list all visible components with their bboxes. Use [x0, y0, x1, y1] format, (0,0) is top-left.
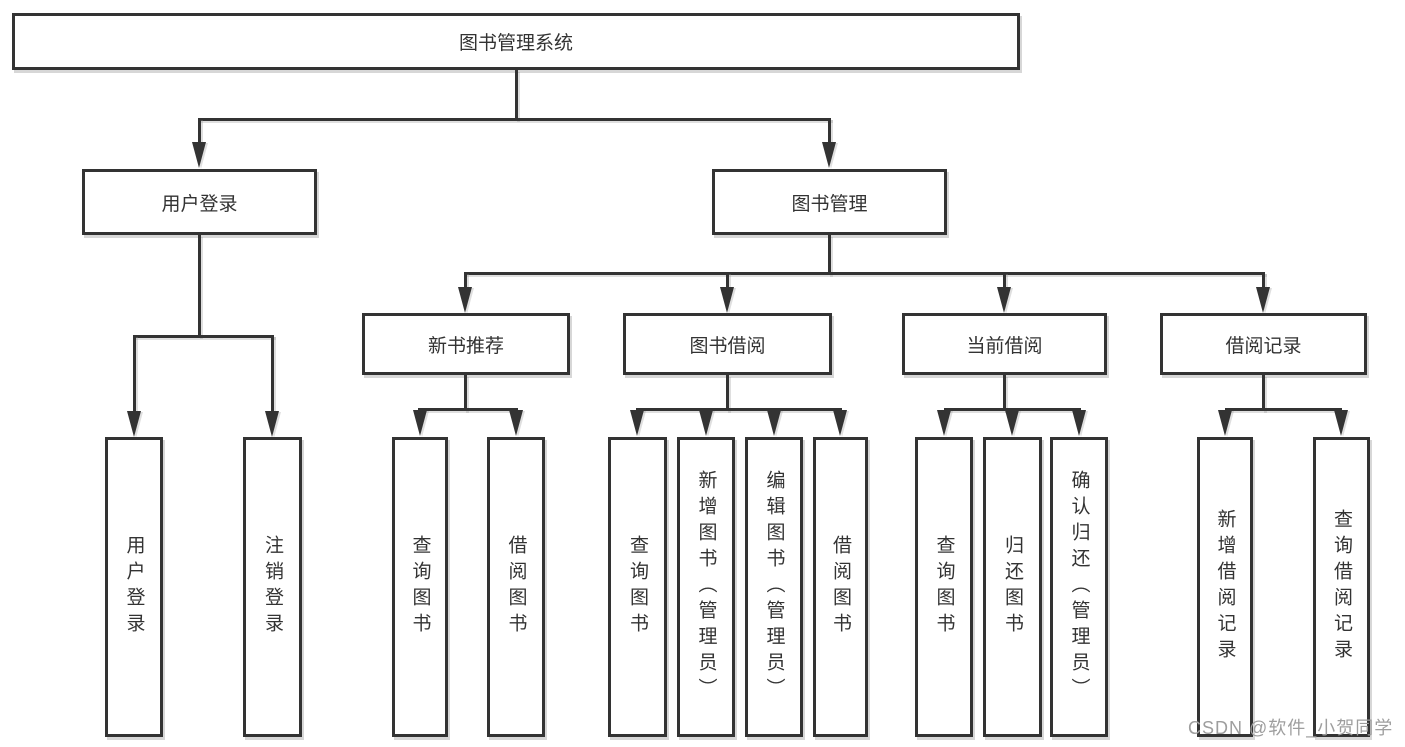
connector-segment	[464, 272, 1265, 275]
connector-segment	[198, 235, 201, 337]
connector-segment	[944, 408, 1081, 411]
csdn-watermark: CSDN @软件_小贺同学	[1188, 718, 1394, 738]
connector-segment	[198, 118, 201, 145]
node-label: 借阅记录	[1225, 335, 1302, 357]
leaf-query-borrow-record: 查询借阅记录	[1313, 437, 1370, 737]
connector-segment	[515, 70, 518, 120]
node-label: 新增借阅记录	[1214, 509, 1236, 665]
arrow-down-icon	[833, 410, 847, 436]
connector-segment	[1225, 408, 1342, 411]
arrow-down-icon	[1005, 410, 1019, 436]
leaf-current-query-books: 查询图书	[915, 437, 973, 737]
arrow-down-icon	[822, 142, 836, 168]
node-label: 图书管理系统	[458, 33, 573, 54]
connector-segment	[418, 408, 518, 411]
node-library-management-system: 图书管理系统	[12, 13, 1020, 70]
node-label: 用户登录	[161, 193, 238, 215]
connector-segment	[133, 335, 274, 338]
leaf-edit-books-admin: 编辑图书（管理员）	[745, 437, 803, 737]
leaf-recommend-query-books: 查询图书	[392, 437, 448, 737]
connector-segment	[464, 375, 467, 411]
node-current-borrow: 当前借阅	[902, 313, 1107, 375]
connector-segment	[1003, 272, 1006, 289]
node-label: 查询借阅记录	[1331, 509, 1352, 665]
connector-segment	[726, 375, 729, 411]
arrow-down-icon	[699, 410, 713, 436]
node-book-management: 图书管理	[712, 169, 947, 235]
leaf-add-borrow-record: 新增借阅记录	[1197, 437, 1253, 737]
connector-segment	[198, 118, 831, 121]
arrow-down-icon	[937, 410, 951, 436]
node-label: 新增图书（管理员）	[695, 470, 717, 704]
connector-segment	[828, 235, 831, 275]
node-label: 编辑图书（管理员）	[763, 470, 785, 704]
arrow-down-icon	[720, 287, 734, 313]
node-label: 用户登录	[123, 535, 145, 639]
node-user-login: 用户登录	[82, 169, 317, 235]
node-label: 借阅图书	[505, 535, 527, 639]
connector-segment	[133, 335, 136, 413]
node-label: 查询图书	[627, 535, 648, 639]
connector-segment	[271, 335, 274, 413]
connector-segment	[1003, 375, 1006, 411]
node-label: 新书推荐	[427, 335, 504, 357]
connector-segment	[636, 408, 842, 411]
node-label: 注销登录	[262, 535, 283, 639]
node-book-borrow: 图书借阅	[623, 313, 832, 375]
node-borrow-records: 借阅记录	[1160, 313, 1367, 375]
arrow-down-icon	[1334, 410, 1348, 436]
connector-segment	[1262, 272, 1265, 289]
leaf-add-books-admin: 新增图书（管理员）	[677, 437, 735, 737]
node-new-book-recommend: 新书推荐	[362, 313, 570, 375]
connector-segment	[464, 272, 467, 289]
leaf-confirm-return-admin: 确认归还（管理员）	[1050, 437, 1108, 737]
node-label: 确认归还（管理员）	[1068, 470, 1090, 704]
arrow-down-icon	[413, 410, 427, 436]
leaf-logout: 注销登录	[243, 437, 302, 737]
leaf-borrow-query-books: 查询图书	[608, 437, 667, 737]
leaf-return-books: 归还图书	[983, 437, 1042, 737]
connector-segment	[726, 272, 729, 289]
leaf-user-login: 用户登录	[105, 437, 163, 737]
arrow-down-icon	[630, 410, 644, 436]
node-label: 归还图书	[1002, 535, 1023, 639]
arrow-down-icon	[458, 287, 472, 313]
node-label: 图书管理	[791, 193, 868, 215]
node-label: 图书借阅	[689, 335, 766, 357]
arrow-down-icon	[1256, 287, 1270, 313]
arrow-down-icon	[767, 410, 781, 436]
arrow-down-icon	[1072, 410, 1086, 436]
arrow-down-icon	[509, 410, 523, 436]
arrow-down-icon	[1218, 410, 1232, 436]
node-label: 借阅图书	[830, 535, 851, 639]
node-label: 查询图书	[933, 535, 955, 639]
connector-segment	[1262, 375, 1265, 411]
arrow-down-icon	[192, 142, 206, 168]
node-label: 当前借阅	[966, 335, 1043, 357]
leaf-recommend-borrow-books: 借阅图书	[487, 437, 545, 737]
node-label: 查询图书	[409, 535, 431, 639]
connector-segment	[828, 118, 831, 145]
arrow-down-icon	[997, 287, 1011, 313]
arrow-down-icon	[265, 411, 279, 437]
arrow-down-icon	[127, 411, 141, 437]
leaf-borrow-books: 借阅图书	[813, 437, 868, 737]
